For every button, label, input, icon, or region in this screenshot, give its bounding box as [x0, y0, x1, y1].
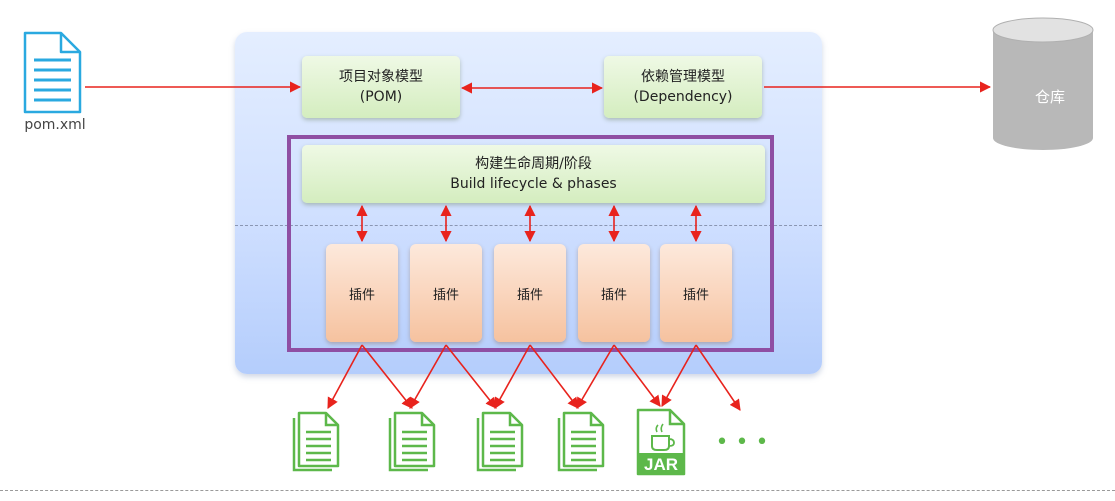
plugin-label: 插件	[432, 287, 459, 303]
bottom-dashed-line	[0, 490, 1115, 491]
output-document-icon-1	[292, 411, 340, 472]
pom-file-label: pom.xml	[24, 117, 86, 133]
plugin-box-3: 插件	[494, 244, 566, 342]
plugin-box-4: 插件	[578, 244, 650, 342]
repository-label: 仓库	[1034, 88, 1065, 106]
dependency-model-title: 依赖管理模型	[641, 68, 725, 85]
plugin-box-5: 插件	[660, 244, 732, 342]
dependency-model-subtitle: (Dependency)	[633, 89, 733, 105]
more-outputs-ellipsis: • • •	[716, 430, 769, 455]
plugin-box-1: 插件	[326, 244, 398, 342]
repository-cylinder-icon	[992, 17, 1094, 150]
pom-model-subtitle: (POM)	[359, 89, 403, 105]
pom-model-box: 项目对象模型 (POM)	[302, 56, 460, 118]
java-cup-icon	[651, 423, 675, 451]
plugin-box-2: 插件	[410, 244, 482, 342]
lifecycle-subtitle: Build lifecycle & phases	[450, 176, 617, 192]
dependency-model-box: 依赖管理模型 (Dependency)	[604, 56, 762, 118]
plugin-label: 插件	[600, 287, 627, 303]
plugin-label: 插件	[682, 287, 709, 303]
output-document-icon-4	[557, 411, 605, 472]
output-document-icon-2	[388, 411, 436, 472]
pom-model-title: 项目对象模型	[339, 68, 423, 85]
pom-document-icon	[23, 31, 82, 114]
plugin-label: 插件	[516, 287, 543, 303]
jar-label: JAR	[644, 455, 678, 474]
lifecycle-box: 构建生命周期/阶段 Build lifecycle & phases	[302, 145, 765, 203]
jar-file-icon: JAR	[636, 408, 686, 476]
plugin-label: 插件	[348, 287, 375, 303]
lifecycle-title: 构建生命周期/阶段	[475, 155, 592, 172]
output-document-icon-3	[476, 411, 524, 472]
